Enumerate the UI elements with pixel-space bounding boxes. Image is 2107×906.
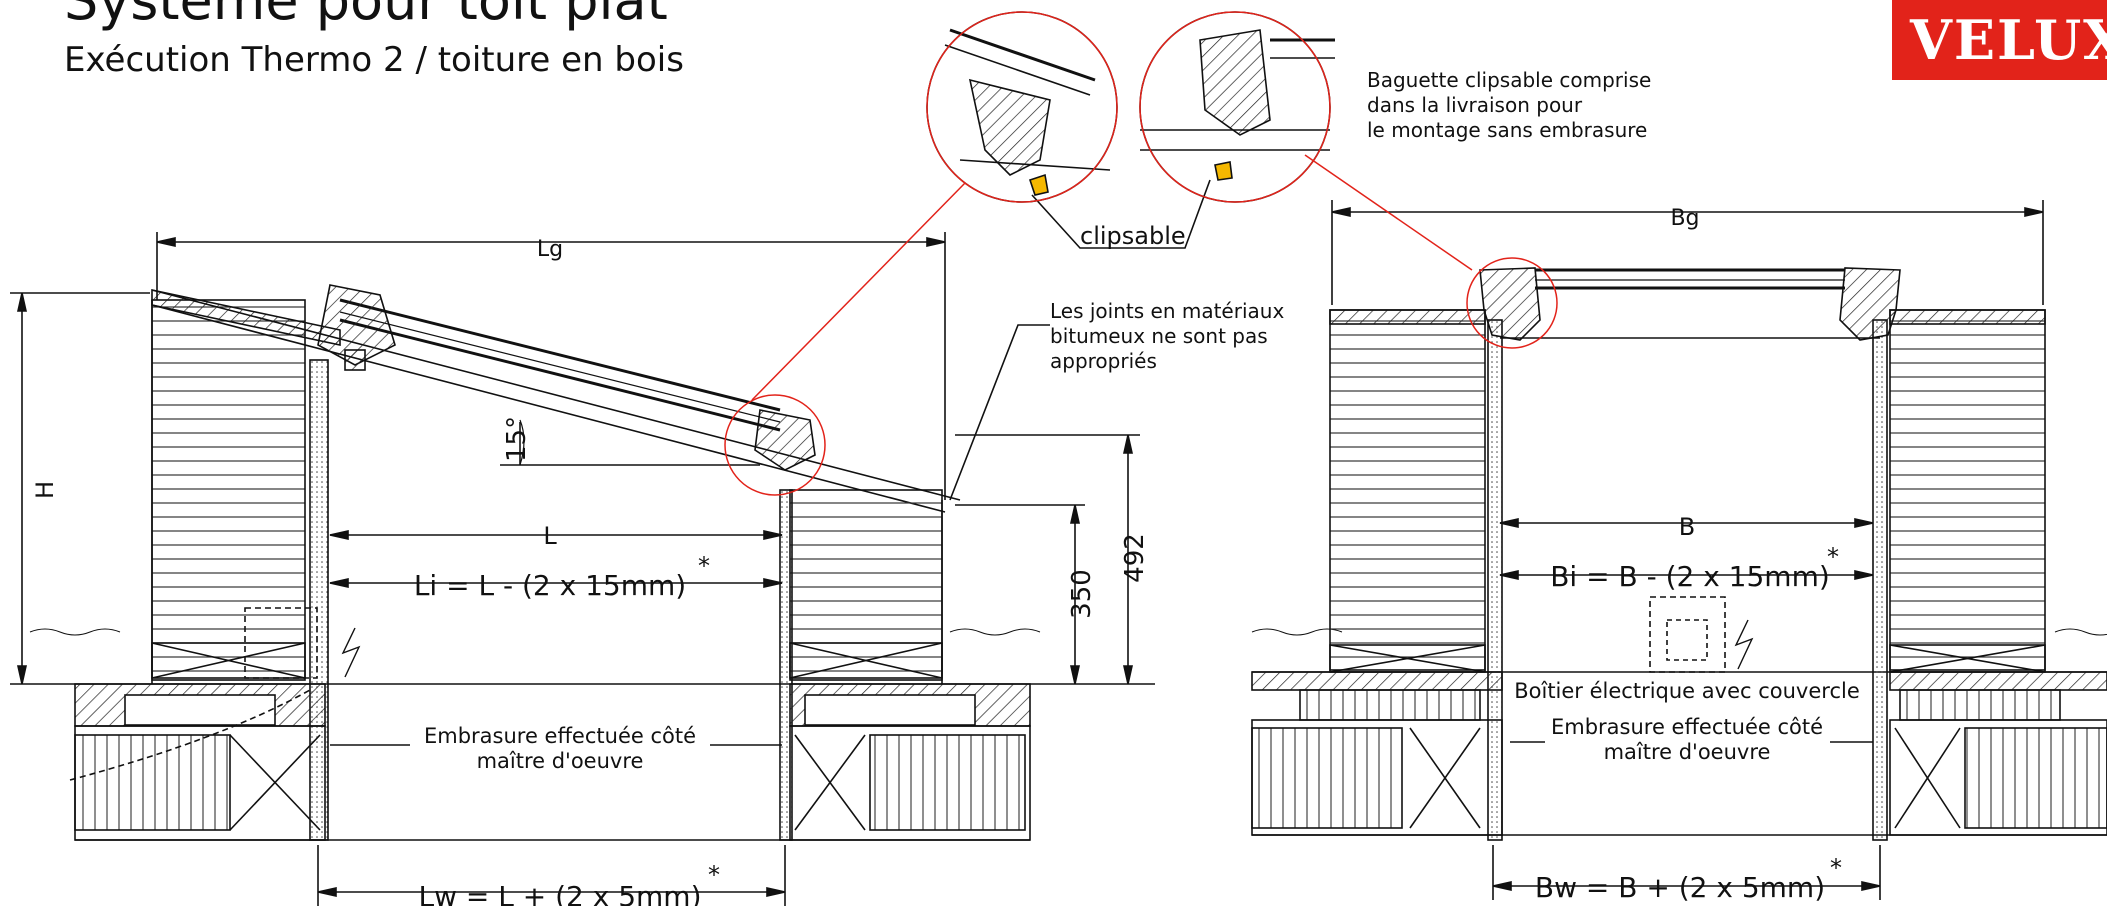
- baguette-note-line2: dans la livraison pour: [1367, 93, 1583, 117]
- clipsable-label: clipsable: [1080, 222, 1186, 250]
- page-title: Système pour toit plat: [64, 0, 668, 32]
- dim-bi-asterisk: *: [1827, 543, 1839, 571]
- boitier-label: Boîtier électrique avec couvercle: [1514, 679, 1860, 703]
- joints-note-line2: bitumeux ne sont pas: [1050, 324, 1268, 348]
- joints-note-line1: Les joints en matériaux: [1050, 299, 1284, 323]
- detail-callout-baguette: [1139, 11, 1335, 203]
- dim-lg-label: Lg: [537, 237, 563, 262]
- callout-markers: [724, 11, 1558, 496]
- angle-label: 15°: [502, 416, 532, 462]
- dim-bi-label: Bi = B - (2 x 15mm): [1550, 560, 1830, 593]
- dim-lw-label: Lw = L + (2 x 5mm): [418, 880, 701, 906]
- baguette-note-line3: le montage sans embrasure: [1367, 118, 1647, 142]
- dim-l-label: L: [543, 522, 557, 550]
- dim-h-label: H: [31, 481, 59, 499]
- dim-492-label: 492: [1120, 533, 1150, 583]
- dim-350-label: 350: [1067, 569, 1097, 619]
- joints-note-line3: appropriés: [1050, 349, 1157, 373]
- page-subtitle: Exécution Thermo 2 / toiture en bois: [64, 40, 684, 80]
- left-embrasure-line2: maître d'oeuvre: [477, 749, 644, 773]
- dim-bw-asterisk: *: [1830, 854, 1842, 882]
- dim-b-label: B: [1679, 513, 1695, 541]
- right-embrasure-line1: Embrasure effectuée côté: [1551, 715, 1823, 739]
- baguette-note-line1: Baguette clipsable comprise: [1367, 68, 1651, 92]
- velux-logo: VELUX®: [1892, 0, 2107, 80]
- dim-lw-asterisk: *: [708, 861, 720, 889]
- left-sloped-section: [10, 232, 1155, 906]
- dim-li-label: Li = L - (2 x 15mm): [414, 569, 686, 602]
- dim-bg-label: Bg: [1670, 206, 1699, 231]
- detail-callout-clipsable: [926, 11, 1118, 203]
- left-embrasure-line1: Embrasure effectuée côté: [424, 724, 696, 748]
- right-flat-section: [1251, 200, 2107, 900]
- dim-li-asterisk: *: [698, 552, 710, 580]
- logo-text: VELUX: [1910, 8, 2107, 72]
- dim-bw-label: Bw = B + (2 x 5mm): [1535, 871, 1825, 904]
- right-embrasure-line2: maître d'oeuvre: [1604, 740, 1771, 764]
